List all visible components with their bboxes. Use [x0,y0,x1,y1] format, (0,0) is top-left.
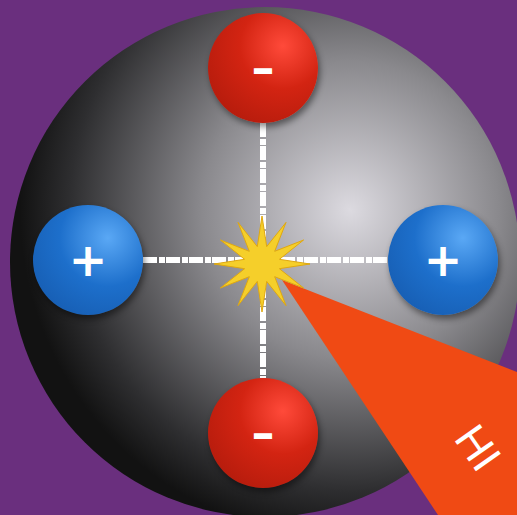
charge-sign: – [252,410,275,456]
starburst [214,216,310,312]
positive-charge: + [33,205,143,315]
atom-sphere [10,7,517,515]
charge-sign: – [252,45,275,91]
negative-charge: – [208,13,318,123]
charge-sign: + [69,237,108,283]
pointer-wedge [282,280,517,515]
charge-sign: + [424,237,463,283]
negative-charge: – [208,378,318,488]
positive-charge: + [388,205,498,315]
